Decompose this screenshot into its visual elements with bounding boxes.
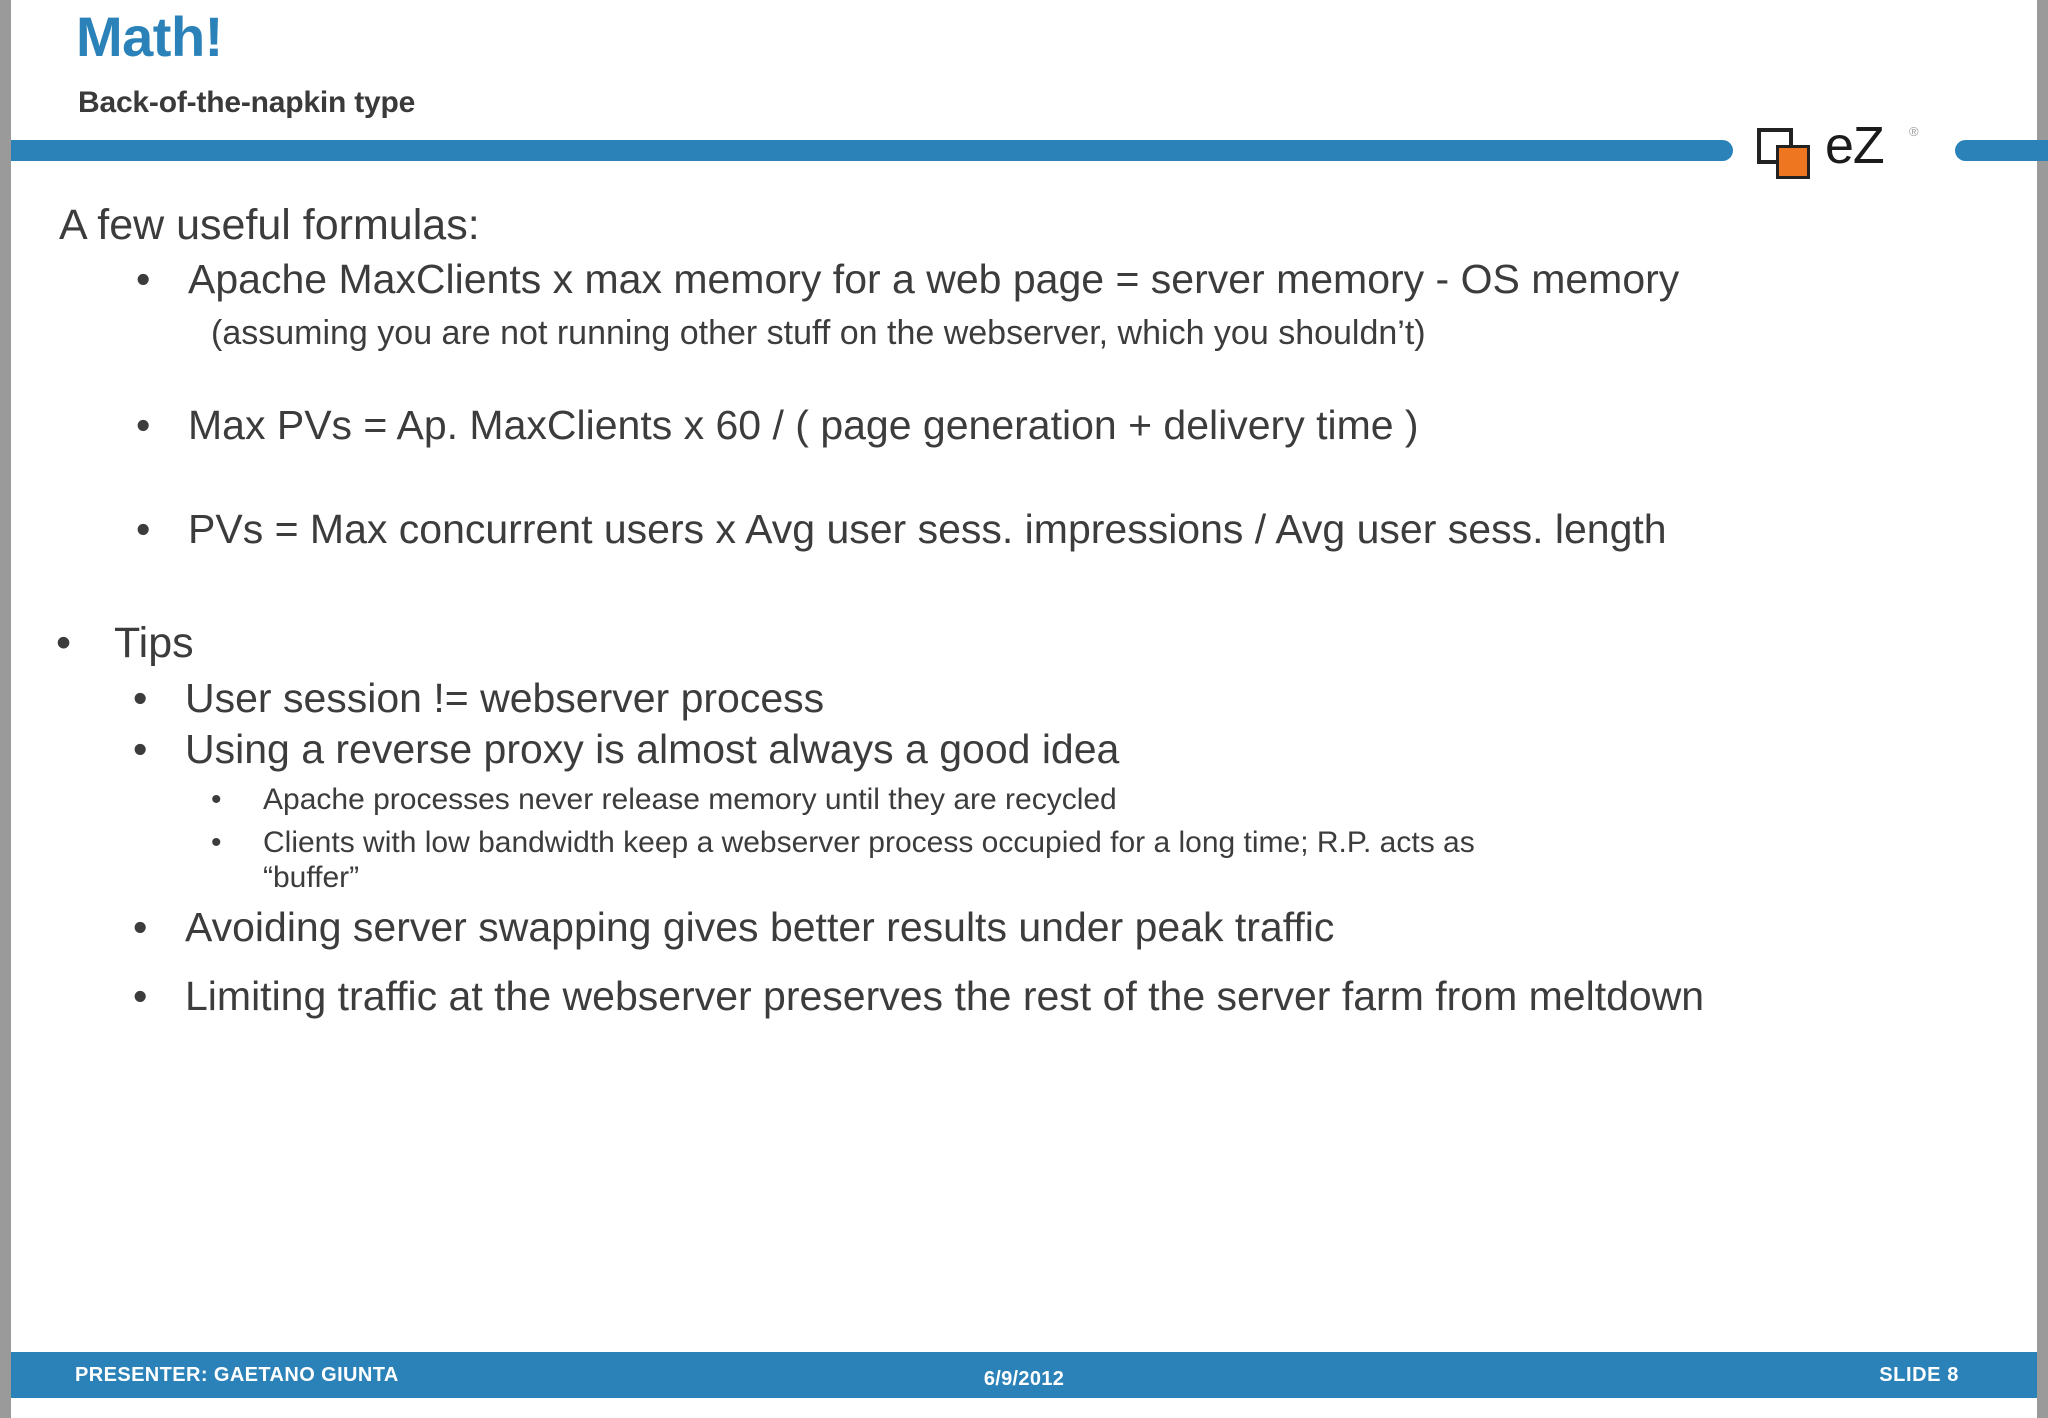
registered-trademark-icon: ® — [1909, 124, 1919, 139]
page-subtitle: Back-of-the-napkin type — [78, 86, 416, 119]
footer-date: 6/9/2012 — [983, 1368, 1065, 1390]
left-edge-strip — [0, 0, 11, 1418]
logo-square-orange-icon — [1776, 145, 1810, 179]
formula-text: Apache MaxClients x max memory for a web… — [188, 256, 1680, 302]
formula-text: Max PVs = Ap. MaxClients x 60 / ( page g… — [188, 402, 1419, 448]
tip-text: User session != webserver process — [185, 675, 825, 721]
footer-slide-number: SLIDE 8 — [1879, 1364, 1959, 1386]
header-rule-right — [1955, 140, 2048, 161]
slide-footer: PRESENTER: GAETANO GIUNTA 6/9/2012 SLIDE… — [11, 1352, 2037, 1398]
formula-text: PVs = Max concurrent users x Avg user se… — [188, 506, 1667, 552]
footer-presenter: PRESENTER: GAETANO GIUNTA — [75, 1364, 399, 1386]
tip-text: Using a reverse proxy is almost always a… — [185, 726, 1120, 772]
intro-text: A few useful formulas: — [59, 201, 480, 249]
bullet-icon: • — [136, 506, 151, 552]
tip-subitem-text: Clients with low bandwidth keep a webser… — [263, 826, 1475, 895]
header-rule-main — [11, 140, 1733, 161]
bullet-icon: • — [136, 402, 151, 448]
ez-logo-mark-icon — [1757, 128, 1819, 180]
page-title: Math! — [76, 5, 223, 68]
bullet-icon: • — [133, 904, 148, 950]
footer-bottom-strip — [11, 1398, 2037, 1418]
bullet-icon: • — [133, 726, 148, 772]
bullet-icon: • — [136, 256, 151, 302]
tip-subitem-text: Apache processes never release memory un… — [263, 783, 1117, 816]
slide-header: Math! Back-of-the-napkin type — [11, 0, 2037, 148]
bullet-icon: • — [211, 826, 222, 859]
formula-note-text: (assuming you are not running other stuf… — [211, 314, 1426, 352]
ez-logo-text: eZ — [1825, 117, 1885, 175]
bullet-icon: • — [211, 783, 222, 816]
bullet-icon: • — [56, 619, 72, 667]
right-edge-strip — [2037, 0, 2048, 1418]
bullet-icon: • — [133, 973, 148, 1019]
tips-heading-text: Tips — [114, 619, 194, 667]
tip-text: Avoiding server swapping gives better re… — [185, 904, 1335, 950]
slide-body: A few useful formulas: • Apache MaxClien… — [11, 170, 2037, 1342]
tip-text: Limiting traffic at the webserver preser… — [185, 973, 1705, 1019]
ez-logo: eZ ® — [1733, 118, 1955, 186]
bullet-icon: • — [133, 675, 148, 721]
